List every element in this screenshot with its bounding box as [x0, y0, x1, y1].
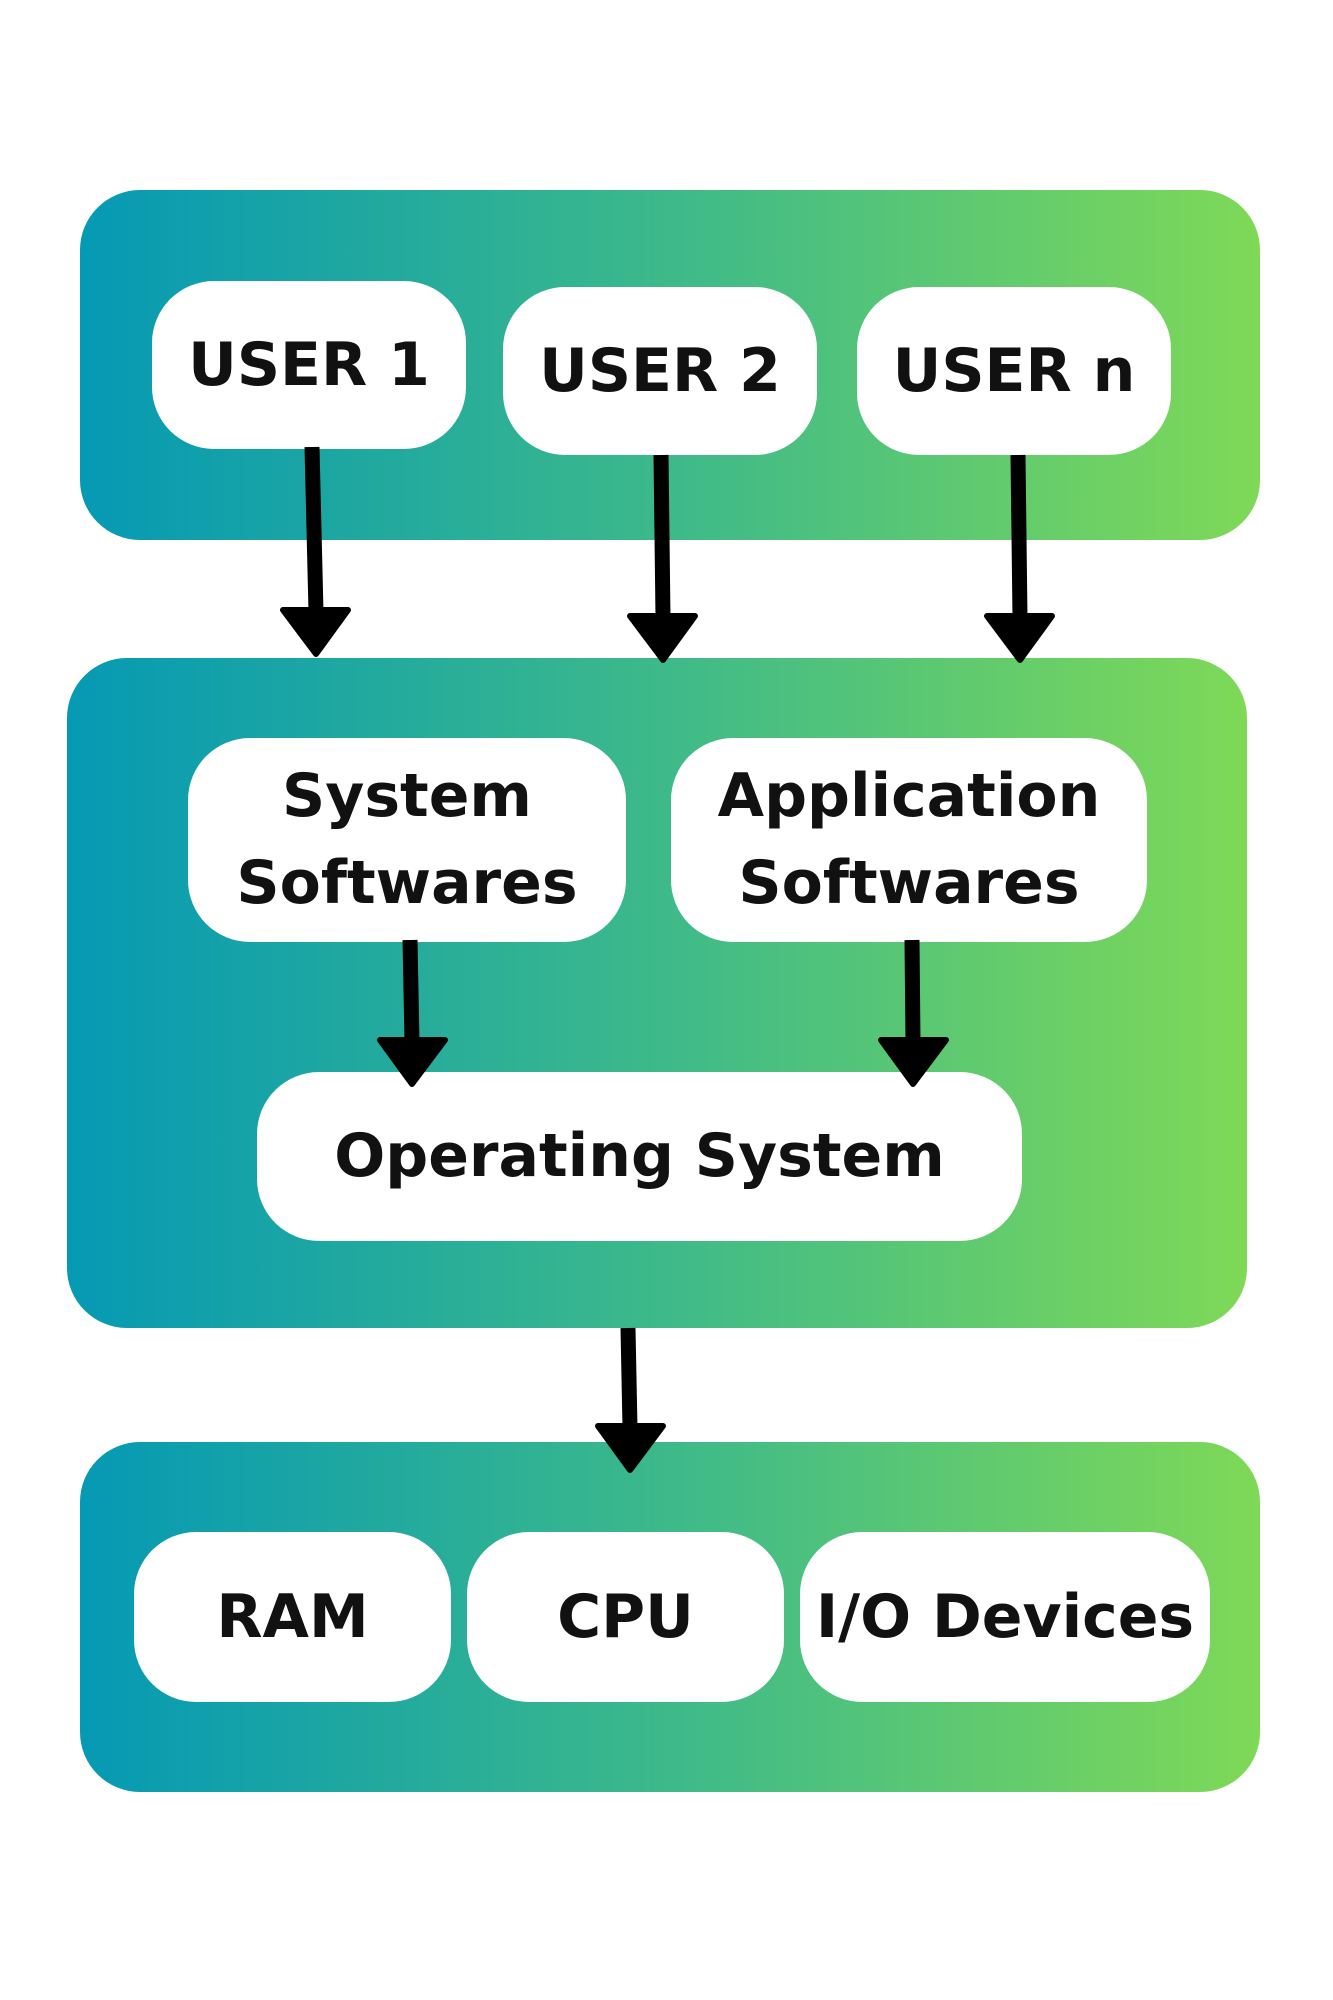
system-softwares-line1: System: [282, 761, 532, 831]
user-1-label: USER 1: [188, 329, 430, 400]
arrowhead-user-1: [280, 607, 351, 657]
application-softwares-node: Application Softwares: [671, 738, 1147, 942]
operating-system-label: Operating System: [334, 1121, 945, 1191]
ram-label: RAM: [216, 1581, 369, 1652]
arrow-software-to-hardware: [620, 1327, 638, 1429]
application-softwares-line1: Application: [717, 761, 1101, 831]
arrowhead-user-2: [627, 613, 698, 663]
user-n-node: USER n: [857, 287, 1171, 455]
user-1-node: USER 1: [152, 281, 466, 449]
ram-node: RAM: [134, 1532, 451, 1702]
cpu-node: CPU: [467, 1532, 784, 1702]
user-2-node: USER 2: [503, 287, 817, 455]
system-softwares-node: System Softwares: [188, 738, 626, 942]
user-n-label: USER n: [892, 335, 1136, 406]
system-softwares-text: System Softwares: [236, 753, 577, 927]
system-softwares-line2: Softwares: [236, 848, 578, 918]
io-devices-label: I/O Devices: [815, 1581, 1195, 1652]
arrowhead-user-n: [984, 613, 1055, 663]
application-softwares-line2: Softwares: [738, 848, 1080, 918]
operating-system-node: Operating System: [257, 1072, 1022, 1241]
io-devices-node: I/O Devices: [800, 1532, 1210, 1702]
application-softwares-text: Application Softwares: [718, 753, 1101, 927]
cpu-label: CPU: [557, 1581, 694, 1652]
user-2-label: USER 2: [539, 335, 781, 406]
